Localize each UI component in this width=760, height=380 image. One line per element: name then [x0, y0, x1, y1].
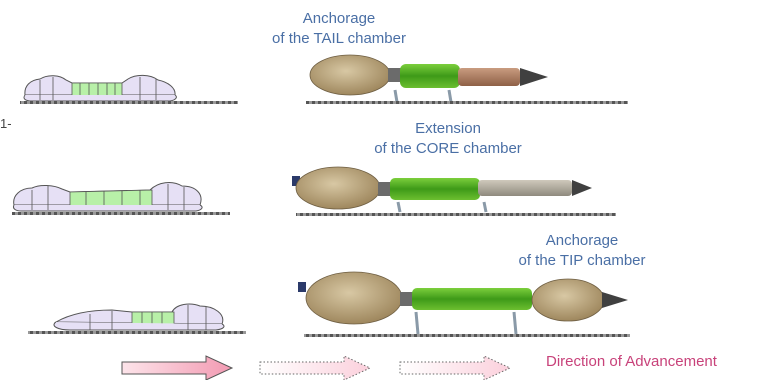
direction-arrow-dotted — [260, 356, 370, 380]
ground-line — [306, 101, 628, 104]
worm-stage-2 — [13, 183, 202, 211]
caption-line: Anchorage — [224, 9, 454, 29]
worm-stage-3 — [54, 304, 224, 330]
robot-stage-1 — [310, 55, 548, 102]
caption-line: Extension — [333, 119, 563, 139]
direction-arrow-solid — [122, 356, 232, 380]
robot-stage-3 — [298, 272, 628, 334]
caption-line: Anchorage — [467, 231, 697, 251]
caption-tip-anchorage: Anchorage of the TIP chamber — [467, 231, 697, 271]
caption-tail-anchorage: Anchorage of the TAIL chamber — [224, 9, 454, 49]
caption-line: of the TIP chamber — [467, 251, 697, 271]
caption-line: of the TAIL chamber — [224, 29, 454, 49]
ground-line — [28, 331, 246, 334]
ground-line — [304, 334, 630, 337]
direction-arrow-dotted — [400, 356, 510, 380]
ground-line — [20, 101, 238, 104]
ground-line — [12, 212, 230, 215]
caption-line: of the CORE chamber — [333, 139, 563, 159]
robot-stage-2 — [292, 167, 592, 212]
worm-stage-1 — [24, 75, 176, 101]
direction-label: Direction of Advancement — [546, 353, 717, 370]
stray-mark: 1- — [0, 116, 12, 130]
caption-core-extension: Extension of the CORE chamber — [333, 119, 563, 159]
ground-line — [296, 213, 616, 216]
